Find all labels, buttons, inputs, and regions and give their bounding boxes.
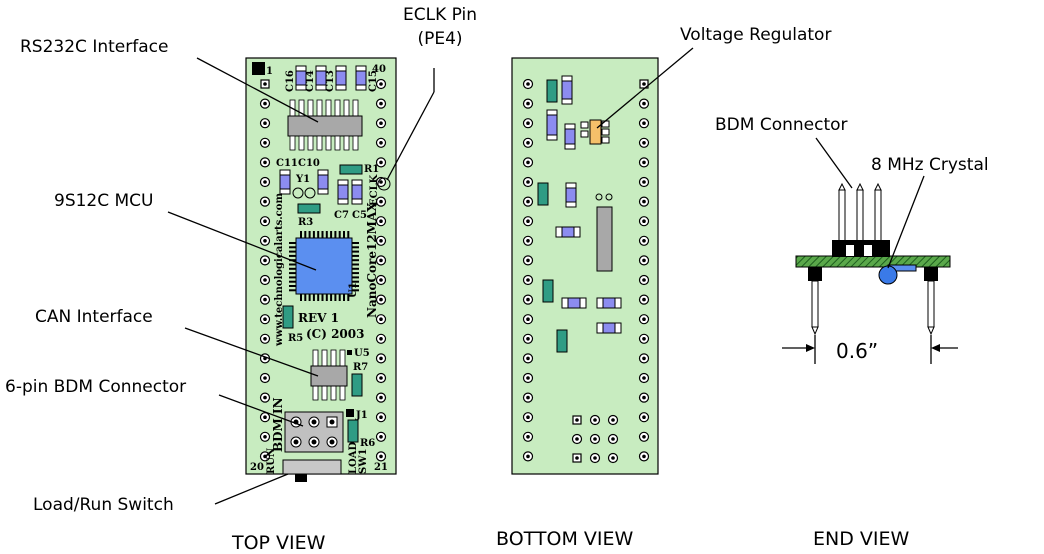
bottom-view-title: BOTTOM VIEW [496,528,634,550]
callout-labels: RS232C Interface ECLK Pin (PE4) Voltage … [5,5,989,515]
voltage-regulator-chip [589,119,602,145]
eclk-label-line1: ECLK Pin [403,5,477,25]
c5-label: C5 [352,210,367,221]
eclk-label-line2: (PE4) [417,29,462,49]
leader-lines [167,47,925,505]
bottom-view-board [511,57,659,475]
top-view-title: TOP VIEW [231,532,326,554]
can-label: CAN Interface [35,307,153,327]
copyright-silk: (C) 2003 [306,327,364,341]
can-ic [310,349,348,401]
crystal-label: 8 MHz Crystal [871,155,989,175]
bottom-ic [596,206,613,272]
r6-label: R6 [360,438,375,449]
website-silk: www.technologicalarts.com [274,193,285,347]
pin1-label: 1 [266,66,273,77]
end-view-title: END VIEW [813,528,909,550]
load-run-switch [282,459,342,482]
pin1-marker [252,62,265,75]
bdm-connector-label: BDM Connector [715,115,848,135]
pin20-label: 20 [250,462,264,473]
rs232-ic [287,99,363,151]
end-crystal [878,265,898,285]
c11-label: C11 [276,158,298,169]
c7-capacitor [337,179,349,205]
pin40-label: 40 [372,64,386,75]
bdm-in-silk: BDM IN [271,397,285,452]
c5-capacitor [351,179,363,205]
c10-label: C10 [298,158,320,169]
c13-label: C13 [325,70,336,92]
u1-label: U1 [348,282,359,298]
bottom-bdm-pads [571,414,619,464]
crystal-pad-b [304,187,316,199]
c11-capacitor [279,169,291,195]
r5-label: R5 [288,333,303,344]
c15-label: C15 [368,70,379,92]
r7-resistor [351,373,363,397]
eclk-silk: ECLK [369,174,380,206]
top-capacitors [295,65,367,91]
crystal-pad-a [292,187,304,199]
r7-label: R7 [353,362,368,373]
bdm6-label: 6-pin BDM Connector [5,377,186,397]
c7-label: C7 [334,210,349,221]
end-bdm-housing [832,240,890,257]
c16-label: C16 [285,70,296,92]
voltage-regulator-label: Voltage Regulator [680,25,831,45]
bdm-6pin-header [284,411,344,453]
r6-resistor [347,419,359,443]
j1-label: J1 [355,410,368,421]
bottom-components [537,75,622,353]
mcu-label: 9S12C MCU [54,191,154,211]
r3-resistor [297,203,321,214]
rs232-label: RS232C Interface [20,37,168,57]
r1-resistor [339,164,363,175]
end-view-pcb [795,255,951,268]
c14-label: C14 [305,70,316,92]
end-view [782,182,958,364]
y1-label: Y1 [295,174,310,185]
view-titles: TOP VIEW BOTTOM VIEW END VIEW [231,528,909,554]
r1-label: R1 [364,164,379,175]
c10-capacitor [317,169,329,195]
r5-resistor [282,305,294,329]
run-silk: RUN [266,448,277,474]
top-view-board: 1 40 20 21 C16 C14 C13 C15 C11 C10 R1 Y1 [245,57,397,482]
u5-label: U5 [354,348,370,359]
sw1-silk: SW1 [358,449,369,474]
r3-label: R3 [298,217,313,228]
switch-label: Load/Run Switch [33,495,174,515]
load-silk: LOAD [348,441,359,474]
product-silk: NanoCore12MAX [365,202,379,318]
rev-silk: REV 1 [298,311,339,325]
spacing-label: 0.6” [836,339,878,363]
pin21-label: 21 [374,462,388,473]
